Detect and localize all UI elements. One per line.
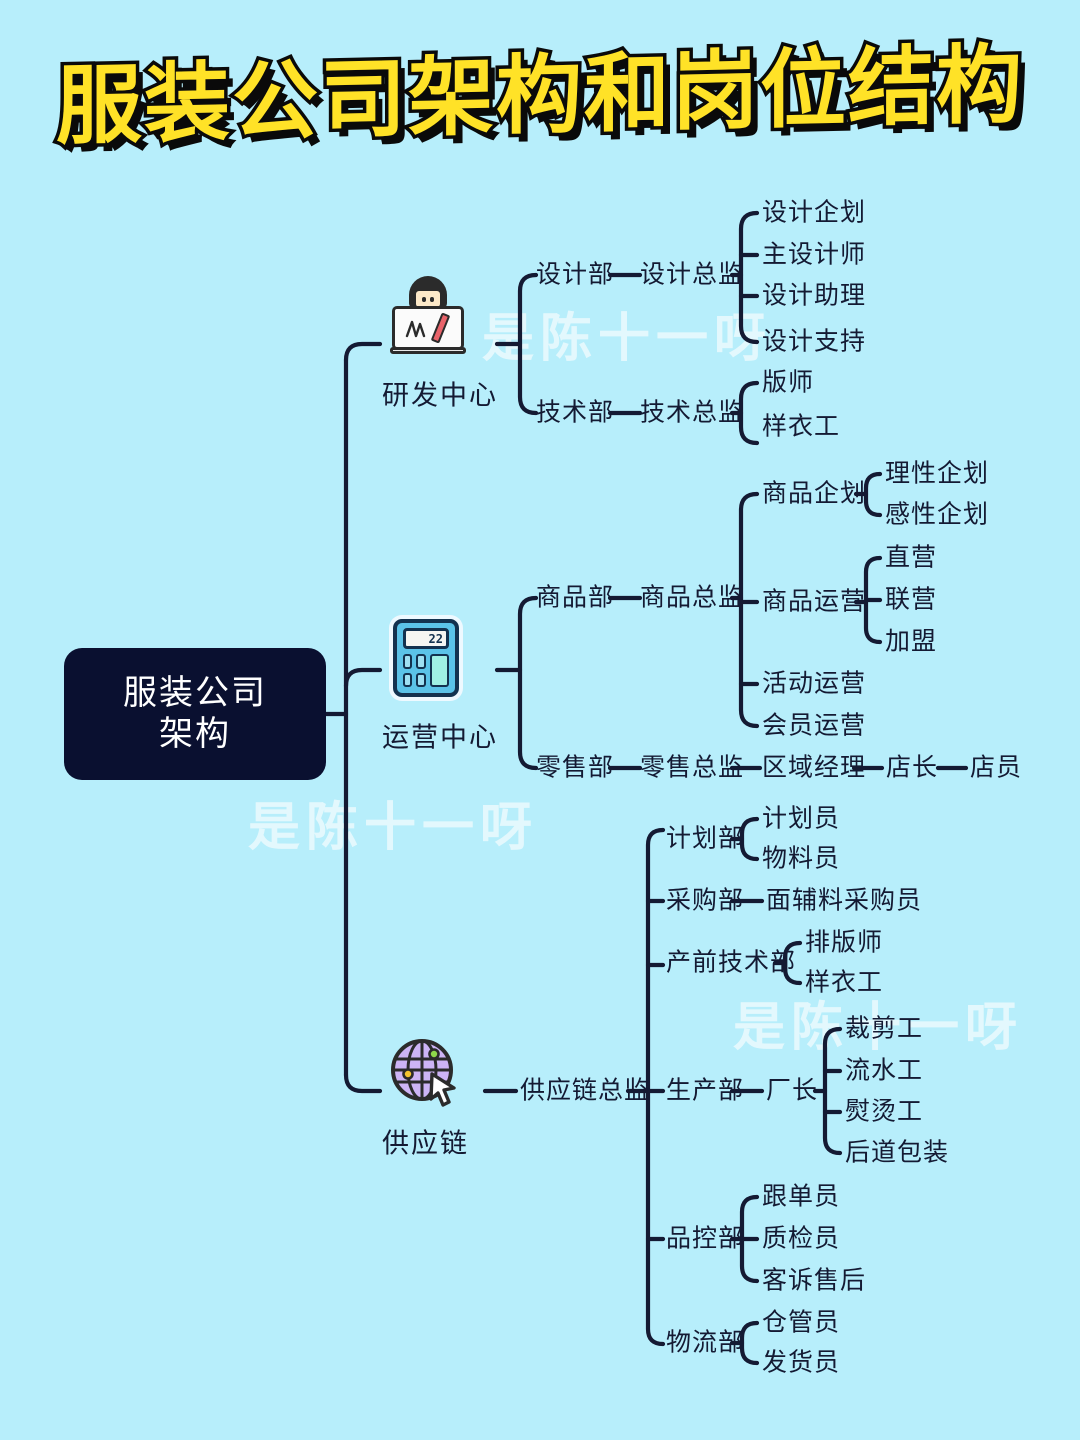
- laptop-person-icon: [390, 276, 466, 354]
- node-design-assistant[interactable]: 设计助理: [762, 281, 867, 310]
- node-pattern-maker[interactable]: 版师: [762, 368, 815, 397]
- node-design-dept[interactable]: 设计部: [536, 260, 615, 289]
- node-fabric-buyer[interactable]: 面辅料采购员: [766, 886, 923, 915]
- node-pre-production-tech-dept[interactable]: 产前技术部: [666, 948, 797, 977]
- node-merch-dept[interactable]: 商品部: [536, 583, 615, 612]
- node-shipping-clerk[interactable]: 发货员: [762, 1348, 841, 1377]
- node-planner[interactable]: 计划员: [762, 804, 841, 833]
- node-sample-maker[interactable]: 样衣工: [762, 412, 841, 441]
- globe-cursor-icon: [388, 1036, 462, 1115]
- node-design-director[interactable]: 设计总监: [640, 260, 745, 289]
- node-retail-director[interactable]: 零售总监: [640, 753, 745, 782]
- branch-label-ops[interactable]: 运营中心: [382, 722, 498, 753]
- node-merch-planning[interactable]: 商品企划: [762, 479, 867, 508]
- node-packaging[interactable]: 后道包装: [845, 1138, 950, 1167]
- node-franchise[interactable]: 加盟: [885, 627, 938, 656]
- node-tech-dept[interactable]: 技术部: [536, 398, 615, 427]
- node-production-dept[interactable]: 生产部: [666, 1076, 745, 1105]
- node-marker-maker[interactable]: 排版师: [805, 928, 884, 957]
- node-store-staff[interactable]: 店员: [970, 753, 1023, 782]
- node-planning-dept[interactable]: 计划部: [666, 824, 745, 853]
- node-retail-dept[interactable]: 零售部: [536, 753, 615, 782]
- root-node[interactable]: 服装公司 架构: [64, 648, 326, 780]
- node-event-operations[interactable]: 活动运营: [762, 669, 867, 698]
- branch-label-rd[interactable]: 研发中心: [382, 380, 498, 411]
- node-merch-operations[interactable]: 商品运营: [762, 587, 867, 616]
- node-after-sales[interactable]: 客诉售后: [762, 1266, 867, 1295]
- node-direct-sales[interactable]: 直营: [885, 543, 938, 572]
- node-tech-director[interactable]: 技术总监: [640, 398, 745, 427]
- node-factory-manager[interactable]: 厂长: [766, 1076, 819, 1105]
- node-supply-director[interactable]: 供应链总监: [520, 1076, 651, 1105]
- node-line-worker[interactable]: 流水工: [845, 1056, 924, 1085]
- root-node-line1: 服装公司: [123, 673, 267, 712]
- calculator-icon: 22: [393, 619, 459, 697]
- node-cutter[interactable]: 裁剪工: [845, 1014, 924, 1043]
- root-node-line2: 架构: [159, 715, 231, 753]
- node-purchasing-dept[interactable]: 采购部: [666, 886, 745, 915]
- node-warehouse-keeper[interactable]: 仓管员: [762, 1308, 841, 1337]
- node-merchandiser[interactable]: 跟单员: [762, 1182, 841, 1211]
- node-emotional-planning[interactable]: 感性企划: [885, 500, 990, 529]
- node-rational-planning[interactable]: 理性企划: [885, 459, 990, 488]
- node-chief-designer[interactable]: 主设计师: [762, 240, 867, 269]
- branch-label-supply[interactable]: 供应链: [382, 1128, 469, 1159]
- node-presser[interactable]: 熨烫工: [845, 1097, 924, 1126]
- node-material-clerk[interactable]: 物料员: [762, 844, 841, 873]
- node-area-manager[interactable]: 区域经理: [762, 753, 867, 782]
- node-design-planning[interactable]: 设计企划: [762, 198, 867, 227]
- calculator-display: 22: [403, 628, 449, 649]
- node-joint-venture[interactable]: 联营: [885, 585, 938, 614]
- node-merch-director[interactable]: 商品总监: [640, 583, 745, 612]
- node-logistics-dept[interactable]: 物流部: [666, 1328, 745, 1357]
- node-qc-dept[interactable]: 品控部: [666, 1224, 745, 1253]
- node-member-operations[interactable]: 会员运营: [762, 711, 867, 740]
- node-store-manager[interactable]: 店长: [886, 753, 939, 782]
- scribble-icon: [405, 320, 426, 338]
- node-sample-maker-2[interactable]: 样衣工: [805, 968, 884, 997]
- node-design-support[interactable]: 设计支持: [762, 327, 867, 356]
- node-quality-inspector[interactable]: 质检员: [762, 1224, 841, 1253]
